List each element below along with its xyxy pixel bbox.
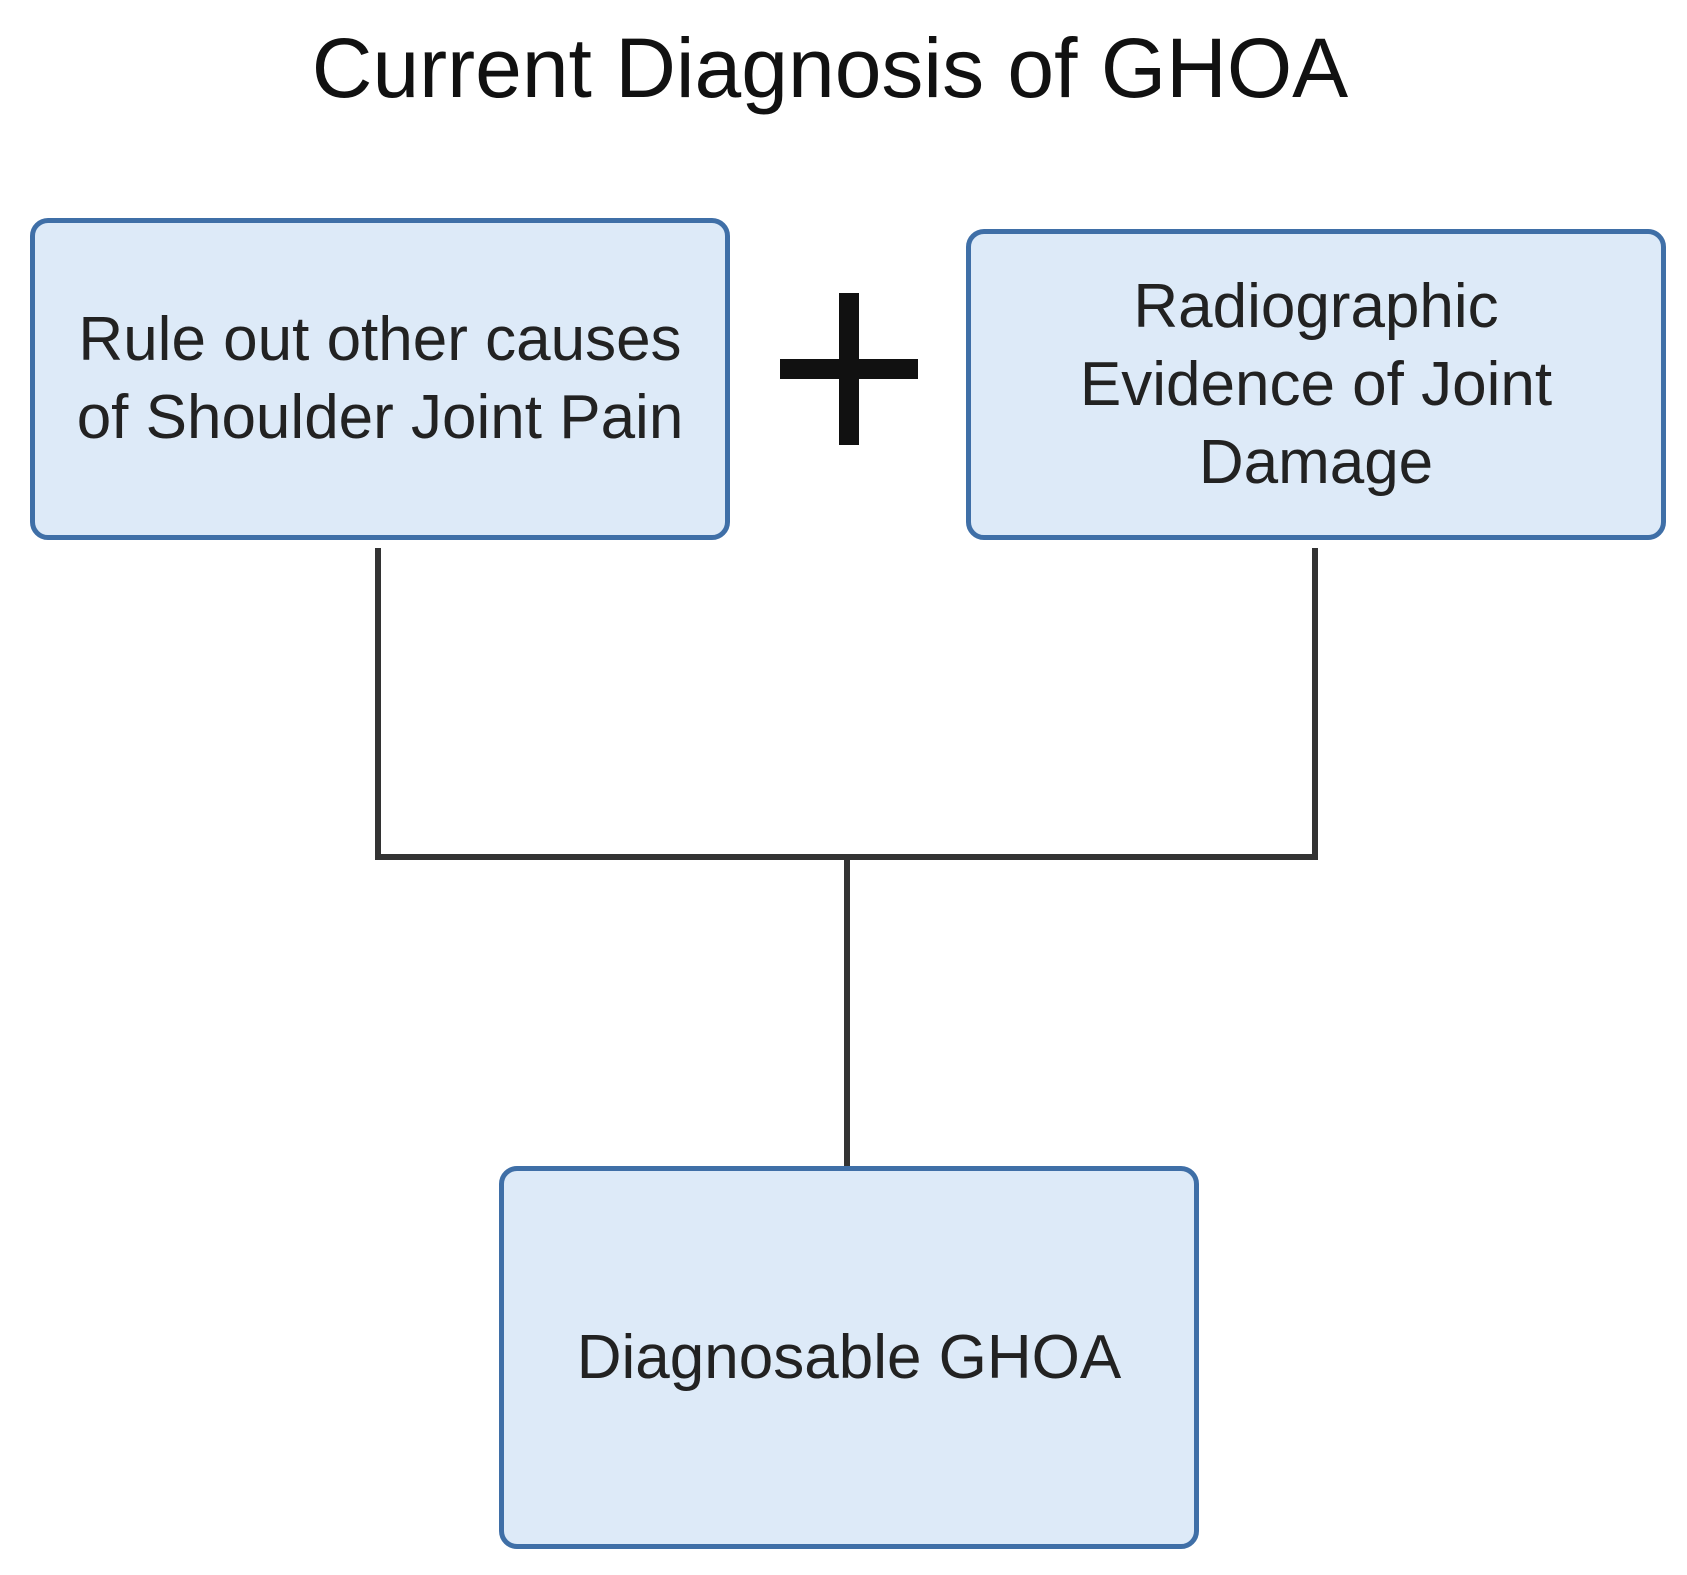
diagram-title: Current Diagnosis of GHOA [311, 21, 1349, 115]
criterion-label-rule-out: Rule out other causes of Shoulder Joint … [76, 305, 684, 452]
connector-left-branch [375, 548, 847, 860]
criterion-box-rule-out: Rule out other causes of Shoulder Joint … [30, 218, 730, 540]
plus-icon [780, 293, 918, 445]
outcome-box-diagnosable: Diagnosable GHOA [499, 1166, 1199, 1549]
criterion-box-radiographic: Radiographic Evidence of Joint Damage [966, 229, 1666, 540]
criterion-label-radiographic: Radiographic Evidence of Joint Damage [1079, 271, 1553, 497]
connector-right-branch [847, 548, 1318, 860]
outcome-label-diagnosable: Diagnosable GHOA [576, 1322, 1122, 1392]
